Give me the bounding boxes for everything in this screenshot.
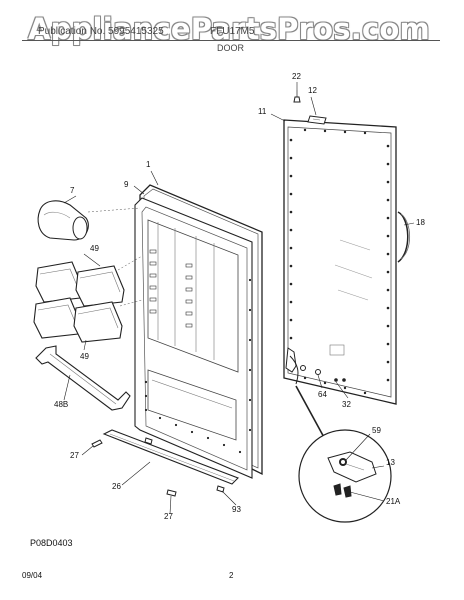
callout-59: 59 <box>372 426 381 435</box>
screw-liner-misc <box>144 437 153 445</box>
cap-part-12 <box>307 115 327 125</box>
model-number: FFU17M5 <box>210 26 255 37</box>
hinge-pin-part-59 <box>339 458 347 466</box>
callout-93: 93 <box>232 505 241 514</box>
outer-door-panel <box>283 119 397 405</box>
callout-32: 32 <box>342 400 351 409</box>
callout-26: 26 <box>112 482 121 491</box>
leader-lines <box>63 82 415 515</box>
callout-49-upper: 49 <box>90 244 99 253</box>
callout-49-lower: 49 <box>80 352 89 361</box>
callout-64: 64 <box>318 390 327 399</box>
screw-part-27-lower <box>166 489 177 497</box>
screw-part-22 <box>293 90 301 103</box>
callout-9: 9 <box>124 180 129 189</box>
callout-12: 12 <box>308 86 317 95</box>
dairy-door-part-7 <box>37 200 141 241</box>
bottom-trim-part-26 <box>102 429 239 485</box>
callout-18: 18 <box>416 218 425 227</box>
callout-48b: 48B <box>54 400 69 409</box>
shelf-rail-part-48b <box>35 345 131 411</box>
callout-27-upper: 27 <box>70 451 79 460</box>
diagram-code: P08D0403 <box>30 538 73 548</box>
callout-7: 7 <box>70 186 75 195</box>
callout-27-lower: 27 <box>164 512 173 521</box>
screw-part-93 <box>216 485 225 493</box>
callout-1: 1 <box>146 160 151 169</box>
hinge-screws-part-21a <box>333 483 352 498</box>
callout-21a: 21A <box>386 497 401 506</box>
handle-part-18 <box>397 211 411 263</box>
door-bins-part-49 <box>33 255 143 343</box>
lower-hinge-assembly <box>285 347 346 385</box>
screw-part-27-upper <box>91 439 103 448</box>
callout-22: 22 <box>292 72 301 81</box>
callout-13: 13 <box>386 458 395 467</box>
header-rule <box>22 40 440 41</box>
footer-date: 09/04 <box>22 571 43 580</box>
section-title: DOOR <box>217 43 244 53</box>
footer-page-number: 2 <box>229 571 234 580</box>
door-liner-part-1 <box>134 197 253 479</box>
callout-11: 11 <box>258 107 267 116</box>
publication-number: Publication No. 5995415325 <box>38 26 164 37</box>
